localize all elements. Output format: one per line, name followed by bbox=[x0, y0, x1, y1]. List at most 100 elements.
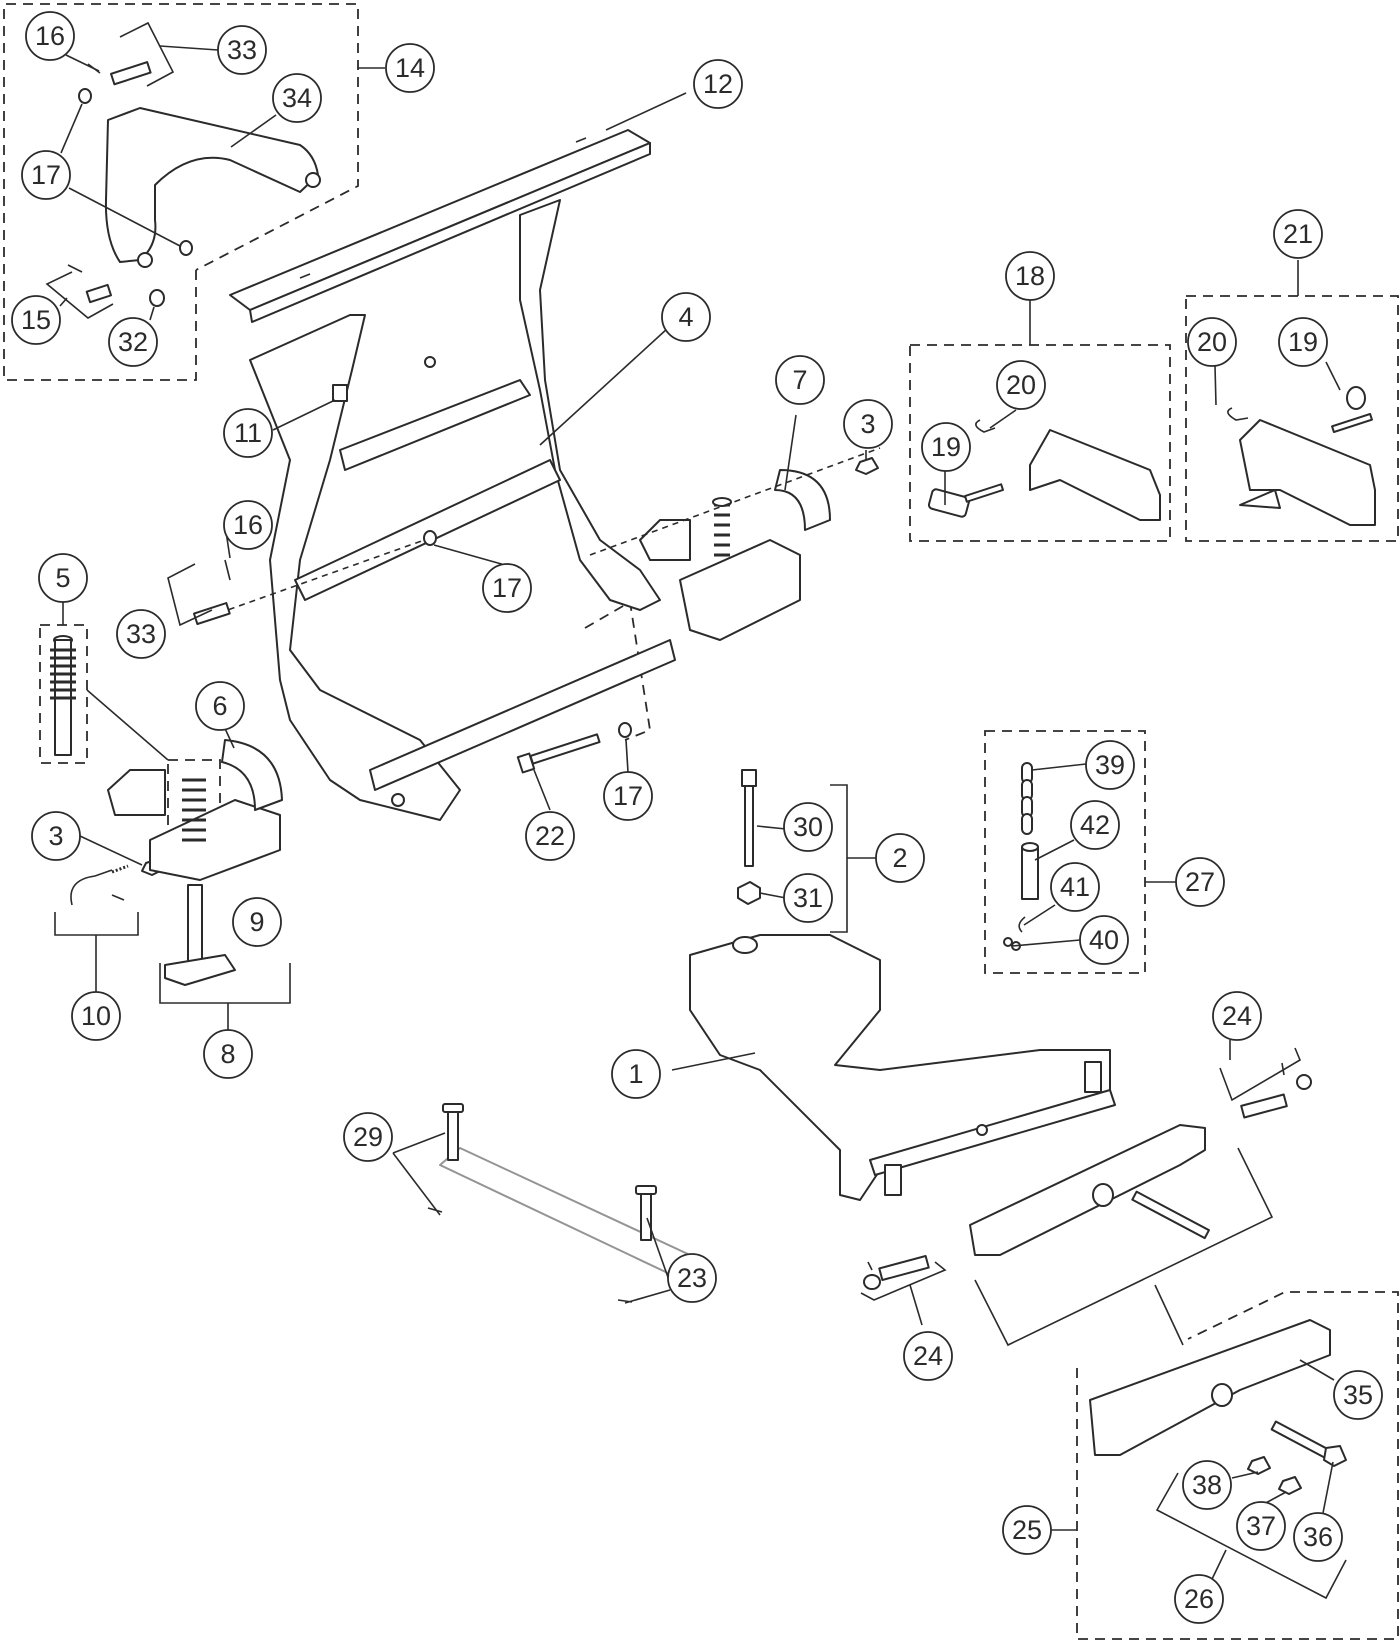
part-15-cotter bbox=[67, 264, 83, 273]
callout-label: 17 bbox=[31, 160, 61, 190]
callout-label: 27 bbox=[1185, 867, 1215, 897]
callout-label: 33 bbox=[126, 619, 156, 649]
callout-label: 40 bbox=[1089, 925, 1119, 955]
callout-23: 23 bbox=[667, 1253, 717, 1303]
callout-label: 33 bbox=[227, 35, 257, 65]
callout-42: 42 bbox=[1070, 800, 1120, 850]
part-32-washer bbox=[149, 289, 165, 307]
group-box-14 bbox=[3, 3, 359, 381]
part-17-washer bbox=[179, 240, 193, 256]
callout-17: 17 bbox=[603, 771, 653, 821]
callout-5: 5 bbox=[38, 553, 88, 603]
callout-label: 3 bbox=[48, 821, 63, 851]
callout-label: 12 bbox=[703, 69, 733, 99]
part-16-cotter bbox=[224, 559, 231, 581]
part-pivot-arm bbox=[969, 1124, 1210, 1256]
part-15-pin bbox=[85, 283, 113, 304]
callout-19: 19 bbox=[921, 422, 971, 472]
callout-24: 24 bbox=[1212, 991, 1262, 1041]
callout-label: 17 bbox=[613, 781, 643, 811]
callout-38: 38 bbox=[1182, 1460, 1232, 1510]
callout-label: 22 bbox=[535, 821, 565, 851]
callout-label: 35 bbox=[1343, 1380, 1373, 1410]
callout-label: 11 bbox=[234, 418, 262, 448]
callout-label: 16 bbox=[35, 21, 65, 51]
callout-17: 17 bbox=[21, 150, 71, 200]
callout-11: 11 bbox=[223, 408, 273, 458]
part-4-lift-frame bbox=[249, 199, 676, 821]
part-24-pin-lower bbox=[863, 1254, 930, 1290]
part-24-pin-upper bbox=[1240, 1062, 1312, 1119]
callout-25: 25 bbox=[1002, 1505, 1052, 1555]
callout-8: 8 bbox=[203, 1029, 253, 1079]
callout-label: 37 bbox=[1246, 1511, 1276, 1541]
part-12-top-channel bbox=[229, 129, 651, 323]
part-35-pivot-arm bbox=[1089, 1319, 1331, 1456]
group-box-27 bbox=[984, 730, 1146, 974]
part-29-pin bbox=[442, 1103, 464, 1161]
callout-12: 12 bbox=[693, 59, 743, 109]
callout-22: 22 bbox=[525, 811, 575, 861]
callout-label: 38 bbox=[1192, 1470, 1222, 1500]
group-box-22-hitch bbox=[584, 600, 651, 741]
callout-36: 36 bbox=[1293, 1512, 1343, 1562]
callout-label: 6 bbox=[212, 691, 227, 721]
callout-label: 42 bbox=[1080, 810, 1110, 840]
callout-label: 2 bbox=[892, 843, 907, 873]
axis-line bbox=[589, 447, 881, 556]
part-1-a-frame bbox=[689, 934, 1116, 1201]
callout-label: 20 bbox=[1006, 370, 1036, 400]
callout-30: 30 bbox=[783, 802, 833, 852]
callout-label: 41 bbox=[1060, 872, 1090, 902]
callout-label: 21 bbox=[1283, 219, 1313, 249]
callout-20: 20 bbox=[1187, 317, 1237, 367]
part-shaft bbox=[439, 1147, 691, 1276]
callout-33: 33 bbox=[116, 609, 166, 659]
part-33-pin bbox=[192, 602, 231, 626]
callout-16: 16 bbox=[223, 500, 273, 550]
callout-label: 24 bbox=[1222, 1001, 1252, 1031]
callout-20: 20 bbox=[996, 360, 1046, 410]
callout-label: 29 bbox=[353, 1122, 383, 1152]
part-40-washer bbox=[1003, 937, 1013, 947]
part-7-stand-bracket bbox=[639, 469, 831, 641]
part-17-washer bbox=[78, 88, 92, 104]
callout-18: 18 bbox=[1005, 251, 1055, 301]
callout-label: 19 bbox=[931, 432, 961, 462]
callout-label: 36 bbox=[1303, 1522, 1333, 1552]
callout-26: 26 bbox=[1174, 1574, 1224, 1624]
callout-label: 32 bbox=[118, 327, 148, 357]
leaders bbox=[45, 21, 1347, 1601]
callout-2: 2 bbox=[875, 833, 925, 883]
part-10-handle bbox=[70, 869, 113, 906]
callout-10: 10 bbox=[71, 991, 121, 1041]
callout-label: 3 bbox=[860, 409, 875, 439]
callout-label: 20 bbox=[1197, 327, 1227, 357]
callout-label: 16 bbox=[233, 510, 263, 540]
callout-label: 23 bbox=[677, 1263, 707, 1293]
callout-label: 25 bbox=[1012, 1515, 1042, 1545]
callout-21: 21 bbox=[1273, 209, 1323, 259]
callout-label: 4 bbox=[678, 302, 693, 332]
callout-label: 7 bbox=[792, 365, 807, 395]
callout-label: 24 bbox=[913, 1341, 943, 1371]
part-36-bolt bbox=[1270, 1420, 1347, 1467]
part-22-bolt bbox=[516, 733, 601, 774]
part-39-chain bbox=[1021, 762, 1033, 835]
callout-label: 17 bbox=[492, 573, 522, 603]
callout-label: 1 bbox=[628, 1059, 643, 1089]
callout-label: 9 bbox=[249, 907, 264, 937]
part-8-jack-foot bbox=[164, 884, 236, 986]
callout-label: 30 bbox=[793, 812, 823, 842]
group-box-25 bbox=[1076, 1291, 1399, 1640]
part-6-stand-bracket bbox=[107, 739, 283, 881]
callout-40: 40 bbox=[1079, 915, 1129, 965]
part-18-latch-assembly bbox=[927, 419, 1161, 521]
callout-35: 35 bbox=[1333, 1370, 1383, 1420]
part-42-pin bbox=[1021, 842, 1039, 900]
callout-31: 31 bbox=[783, 873, 833, 923]
callout-3: 3 bbox=[843, 399, 893, 449]
part-10-pin bbox=[111, 894, 125, 901]
part-31-nut bbox=[737, 881, 761, 905]
